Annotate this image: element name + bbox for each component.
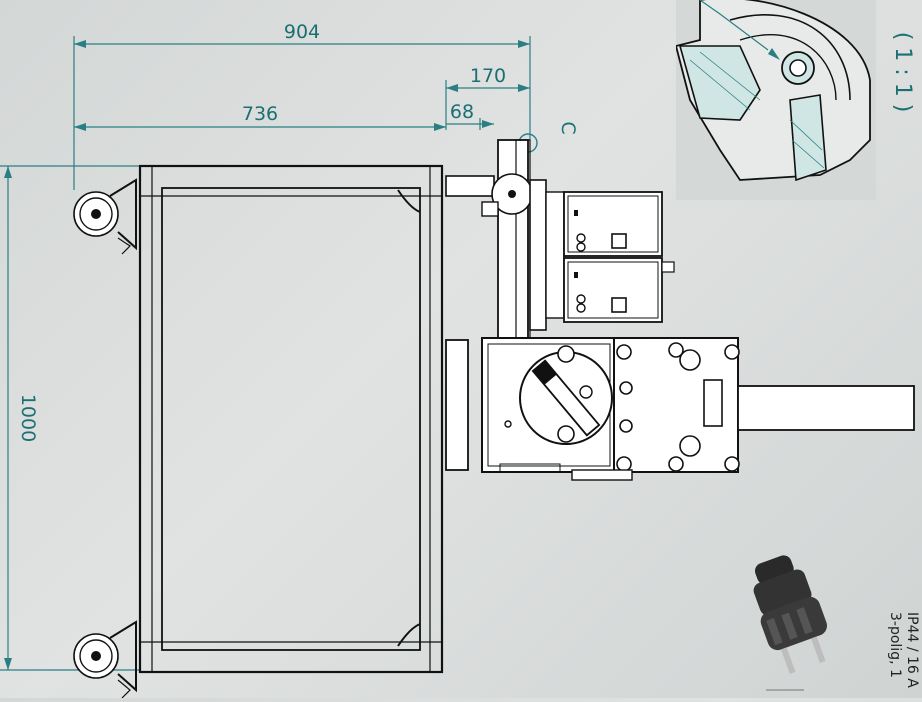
dimension-170-label: 170: [470, 65, 506, 87]
dimension-1000-label: 1000: [17, 394, 39, 442]
dimension-904-label: 904: [284, 21, 320, 43]
plug-spec-text: IP44 / 16 A 3-polig, 1: [886, 612, 920, 702]
plug-spec-line1: IP44 / 16 A: [904, 612, 920, 688]
cart-frame: [138, 164, 444, 674]
dimension-1000: 1000: [0, 165, 140, 671]
caster-top: [73, 178, 137, 255]
plug-image: [753, 555, 828, 691]
motor-box-top: [563, 191, 663, 257]
dimension-68: 68: [446, 101, 494, 130]
plug-spec-line2: 3-polig, 1: [887, 612, 903, 678]
detail-scale: ( 1 : 1 ): [890, 32, 915, 113]
gearbox-housing: [445, 337, 915, 481]
detail-label: C: [557, 121, 579, 134]
dimension-68-label: 68: [450, 101, 474, 123]
motor-box-bottom: [563, 257, 675, 323]
dimension-736-label: 736: [242, 103, 278, 125]
upper-mechanism: [445, 139, 565, 351]
dimension-170: 170: [445, 65, 530, 130]
caster-bottom: [73, 620, 137, 698]
dimension-736: 736: [74, 103, 446, 131]
detail-view: ( 1 : 1 ): [676, 0, 915, 200]
